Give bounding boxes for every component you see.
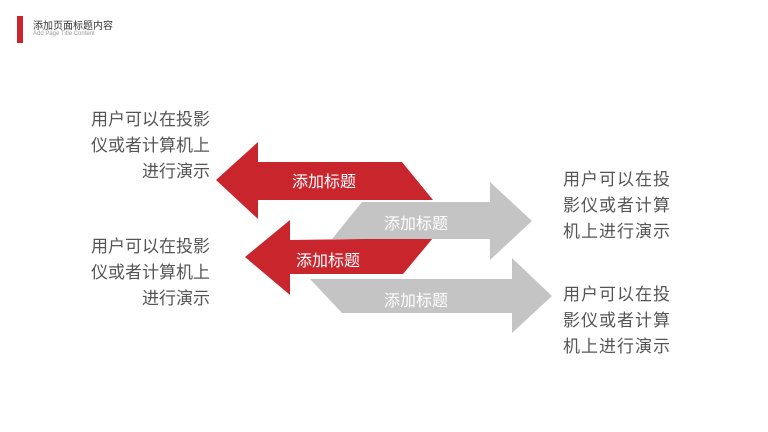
text-line: 进行演示: [142, 289, 210, 309]
text-line: 用户可以在投: [563, 170, 671, 190]
text-line: 机上进行演示: [563, 222, 671, 242]
text-line: 仪或者计算机上: [91, 136, 210, 156]
left-text-block-1: 用户可以在投影 仪或者计算机上 进行演示: [70, 107, 210, 185]
arrow-shape-gray-1: [332, 182, 532, 260]
arrow-label-red-2: 添加标题: [296, 251, 361, 270]
right-text-block-2: 用户可以在投 影仪或者计算 机上进行演示: [563, 282, 703, 360]
text-line: 进行演示: [142, 162, 210, 182]
left-text-block-2: 用户可以在投影 仪或者计算机上 进行演示: [70, 234, 210, 312]
text-line: 机上进行演示: [563, 337, 671, 357]
page-title: 添加页面标题内容: [33, 21, 113, 32]
right-text-block-1: 用户可以在投 影仪或者计算 机上进行演示: [563, 167, 703, 245]
page-subtitle: Add Page Title Content: [33, 31, 95, 37]
arrow-label-gray-2: 添加标题: [384, 291, 449, 310]
arrow-shape-gray-2: [310, 258, 552, 333]
arrow-shape-red-1: [216, 142, 433, 219]
text-line: 用户可以在投影: [91, 237, 210, 257]
arrow-label-gray-1: 添加标题: [384, 214, 449, 233]
text-line: 用户可以在投: [563, 285, 671, 305]
text-line: 影仪或者计算: [563, 311, 671, 331]
text-line: 仪或者计算机上: [91, 263, 210, 283]
title-accent-bar: [17, 16, 23, 43]
text-line: 用户可以在投影: [91, 110, 210, 130]
arrow-label-red-1: 添加标题: [292, 172, 357, 191]
text-line: 影仪或者计算: [563, 196, 671, 216]
